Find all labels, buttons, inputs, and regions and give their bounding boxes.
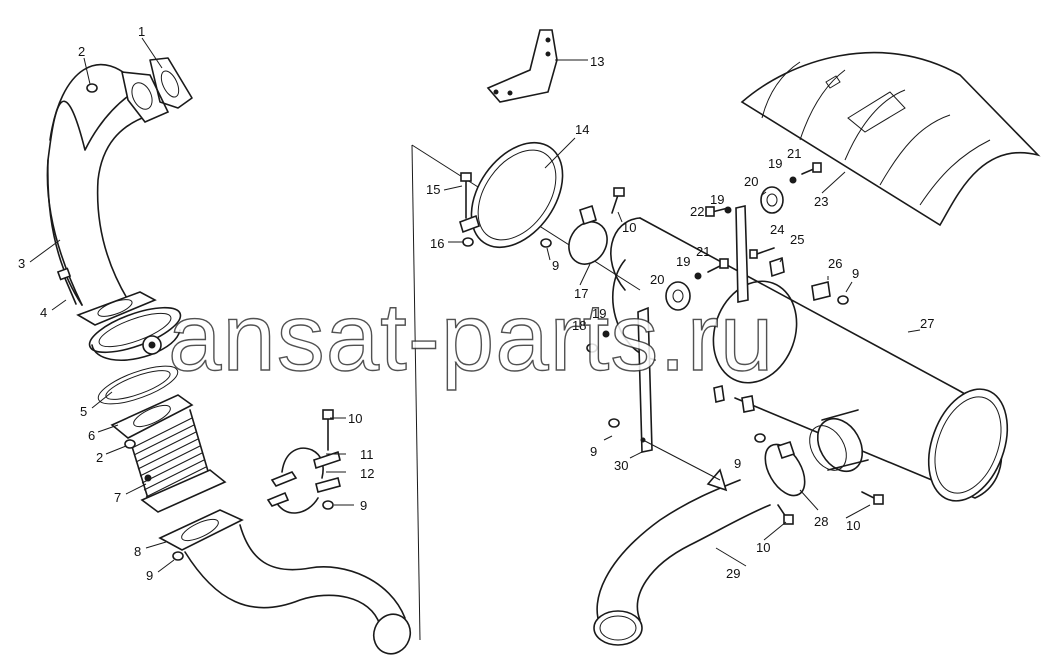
callout-21b: 21: [696, 244, 710, 259]
callout-4: 4: [40, 305, 47, 320]
callout-6: 6: [88, 428, 95, 443]
callout-27: 27: [920, 316, 934, 331]
small-hardware-19-21-22: [586, 162, 822, 353]
callout-3: 3: [18, 256, 25, 271]
callout-9d: 9: [852, 266, 859, 281]
nut-small: [124, 439, 184, 561]
exhaust-pipe-lower: [184, 524, 412, 655]
callout-13: 13: [590, 54, 604, 69]
upper-flange: [120, 71, 170, 123]
callout-24: 24: [770, 222, 784, 237]
callout-20a: 20: [744, 174, 758, 189]
callout-9f: 9: [734, 456, 741, 471]
callout-21a: 21: [787, 146, 801, 161]
callout-2: 2: [78, 44, 85, 59]
callout-30: 30: [614, 458, 628, 473]
callout-10a: 10: [348, 411, 362, 426]
callout-26: 26: [828, 256, 842, 271]
clamp-28: [754, 433, 884, 525]
callout-10c: 10: [846, 518, 860, 533]
bolt: [56, 267, 77, 305]
callout-9b: 9: [360, 498, 367, 513]
pipe-flange-lower: [158, 509, 244, 551]
bellows-flexible-joint: [129, 409, 211, 506]
callout-25: 25: [790, 232, 804, 247]
callout-19b: 19: [710, 192, 724, 207]
callout-12: 12: [360, 466, 374, 481]
callout-19d: 19: [676, 254, 690, 269]
part-number-labels: 1 2 3 4 5 6 2 7 8 9 10 11 12 9 13 14 15 …: [18, 24, 934, 583]
large-band-ring: [459, 141, 564, 249]
tail-pipe-29: [593, 468, 771, 646]
strap-brackets-24-25-26: [713, 256, 849, 413]
bellows-flange-upper: [110, 394, 194, 439]
callout-29: 29: [726, 566, 740, 581]
callout-5: 5: [80, 404, 87, 419]
callout-10b: 10: [622, 220, 636, 235]
callout-10d: 10: [756, 540, 770, 555]
lower-flange-of-pipe: [76, 291, 157, 326]
callout-22: 22: [690, 204, 704, 219]
callout-9c: 9: [552, 258, 559, 273]
callout-9e: 9: [590, 444, 597, 459]
callout-9a: 9: [146, 568, 153, 583]
watermark-text: ansat-parts.ru: [168, 284, 774, 391]
callout-2b: 2: [96, 450, 103, 465]
leader-lines: [29, 37, 921, 573]
callout-17: 17: [574, 286, 588, 301]
callout-19c: 19: [768, 156, 782, 171]
callout-19a: 19: [592, 306, 606, 321]
nut: [86, 83, 98, 93]
flange-gasket: [149, 57, 193, 109]
clamp-set-11-12: [266, 409, 341, 514]
callout-11: 11: [360, 447, 374, 462]
bellows-flange-lower: [140, 469, 227, 513]
clamp-ring-upper: [88, 306, 182, 361]
support-bracket-vertical: [637, 205, 749, 453]
callout-1: 1: [138, 24, 145, 39]
callout-14: 14: [575, 122, 589, 137]
muffler-heat-shield: [740, 51, 1041, 227]
callout-28: 28: [814, 514, 828, 529]
rubber-mounts-20: [665, 186, 784, 311]
callout-7: 7: [114, 490, 121, 505]
callout-20b: 20: [650, 272, 664, 287]
bolt-15: [460, 172, 474, 247]
small-clamp-17: [540, 187, 625, 265]
mounting-bracket: [486, 29, 558, 103]
callout-23: 23: [814, 194, 828, 209]
callout-15: 15: [426, 182, 440, 197]
outlet-sleeve: [809, 409, 869, 473]
callout-8: 8: [134, 544, 141, 559]
support-strap-30: [608, 418, 721, 481]
callout-18: 18: [572, 318, 586, 333]
callout-16: 16: [430, 236, 444, 251]
